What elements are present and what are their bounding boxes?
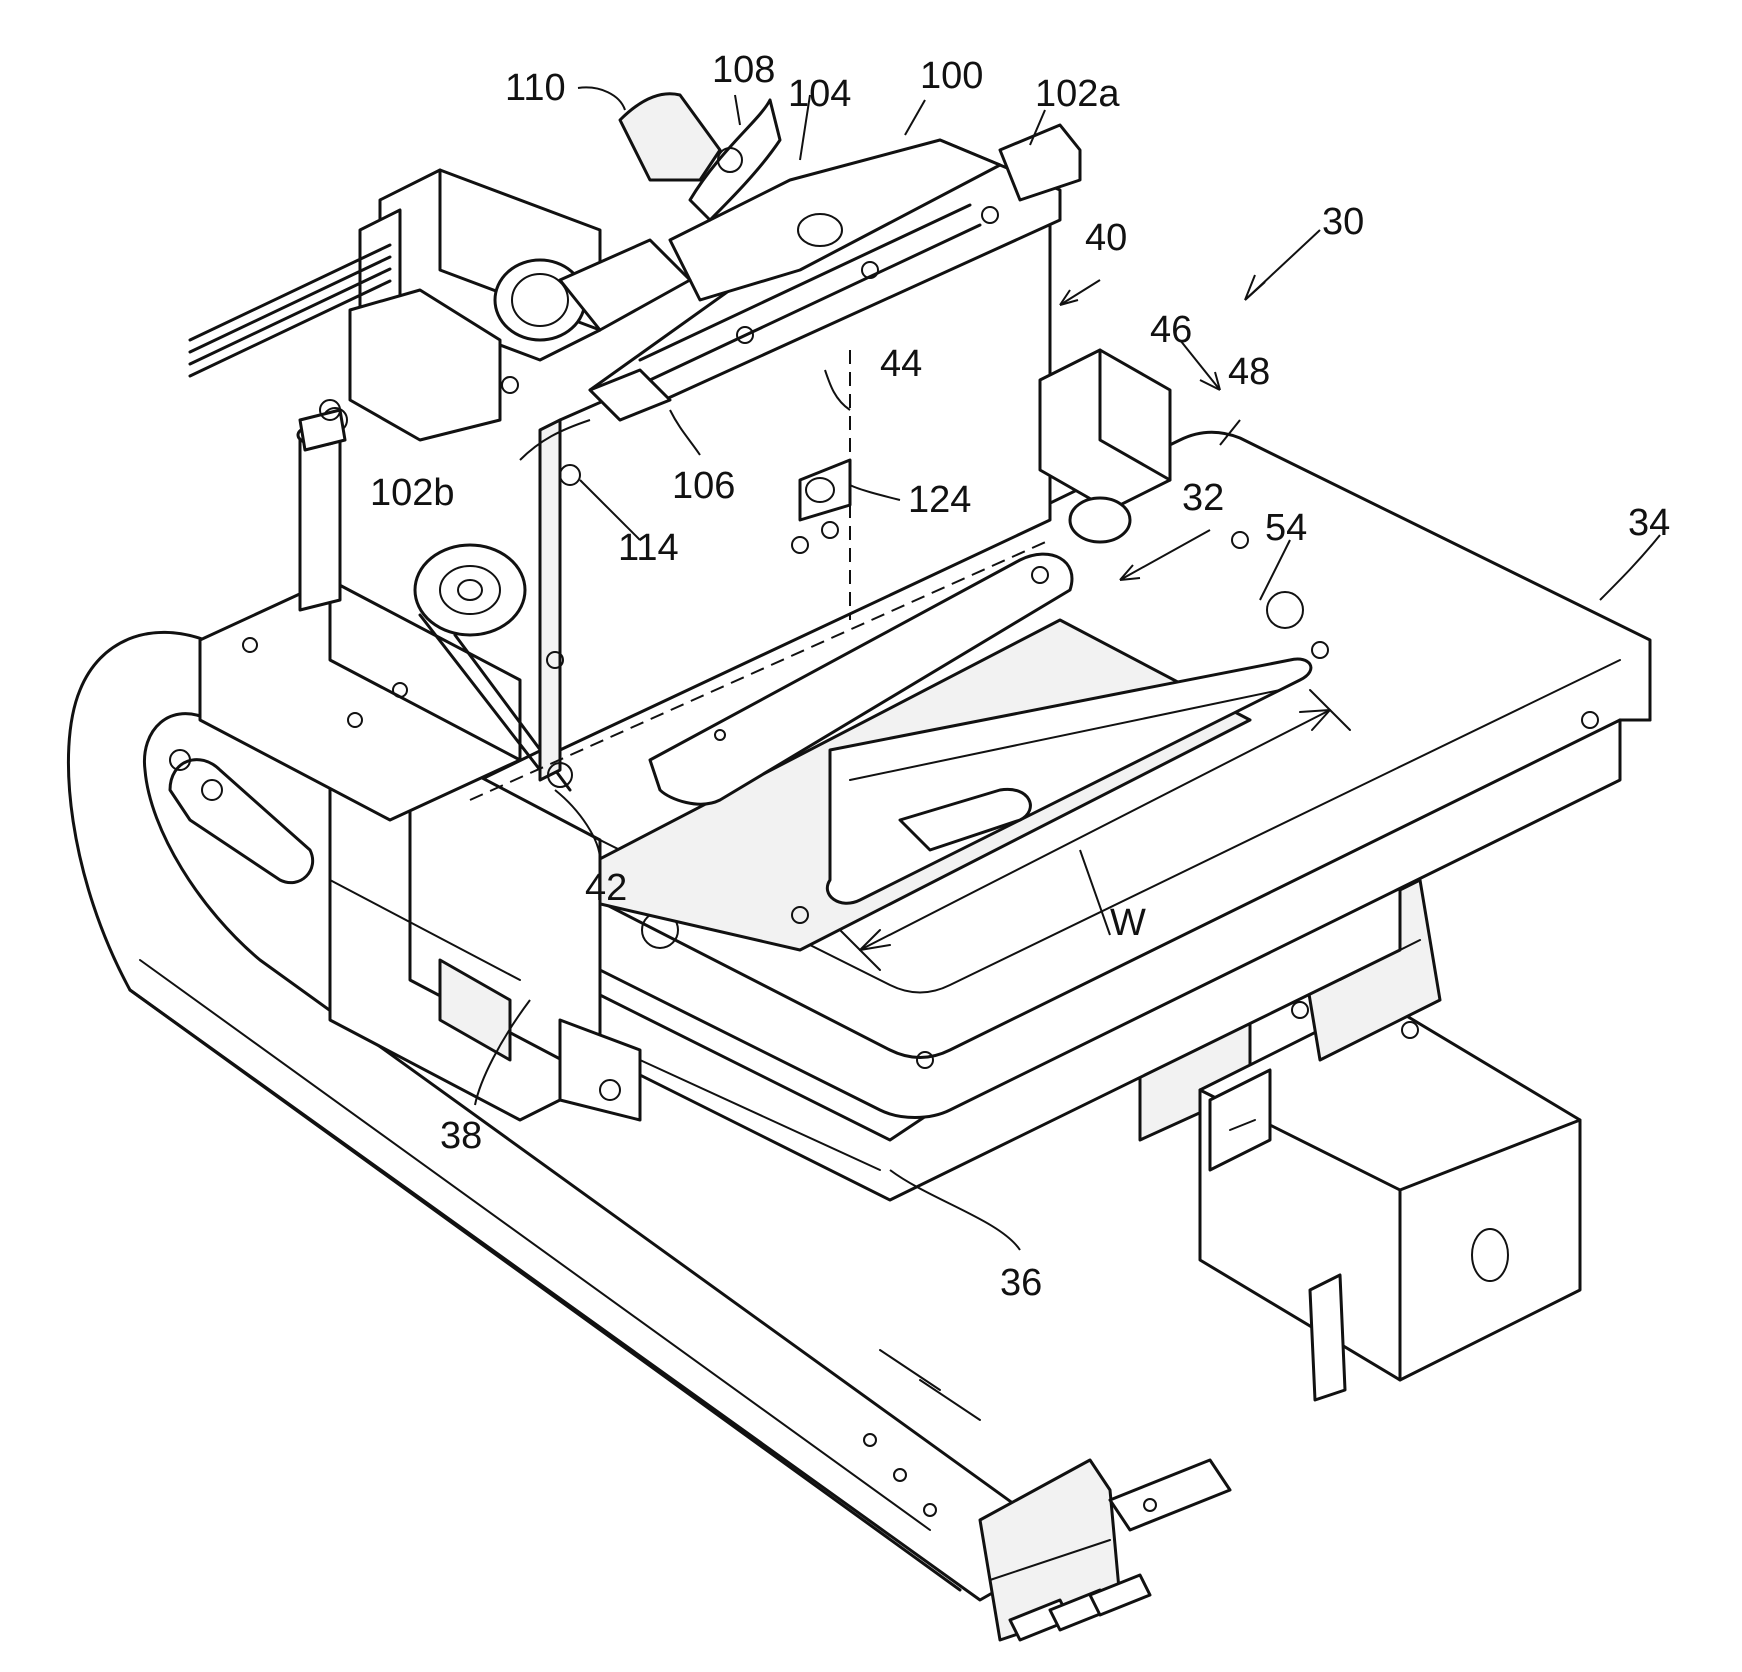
label-42: 42 bbox=[585, 867, 627, 909]
label-36: 36 bbox=[1000, 1262, 1042, 1304]
label-110: 110 bbox=[505, 67, 566, 109]
label-124: 124 bbox=[908, 479, 971, 521]
label-102b: 102b bbox=[370, 472, 455, 514]
label-48: 48 bbox=[1228, 351, 1270, 393]
label-32: 32 bbox=[1182, 477, 1224, 519]
label-34: 34 bbox=[1628, 502, 1670, 544]
label-104: 104 bbox=[788, 73, 851, 115]
label-44: 44 bbox=[880, 343, 922, 385]
label-106: 106 bbox=[672, 465, 735, 507]
label-100: 100 bbox=[920, 55, 983, 97]
label-W: W bbox=[1110, 902, 1146, 944]
label-114: 114 bbox=[618, 527, 679, 569]
label-54: 54 bbox=[1265, 507, 1307, 549]
label-40: 40 bbox=[1085, 217, 1127, 259]
support-posts bbox=[298, 400, 345, 610]
label-108: 108 bbox=[712, 49, 775, 91]
label-102a: 102a bbox=[1035, 73, 1120, 115]
label-30: 30 bbox=[1322, 201, 1364, 243]
label-38: 38 bbox=[440, 1115, 482, 1157]
label-46: 46 bbox=[1150, 309, 1192, 351]
